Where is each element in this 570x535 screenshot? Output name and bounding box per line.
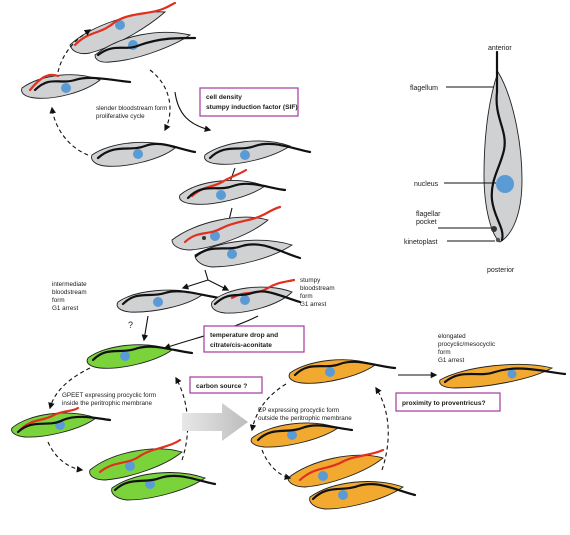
anatomy-flagellum-label: flagellum: [410, 85, 438, 92]
anatomy-nucleus-label: nucleus: [414, 181, 439, 188]
transition-dividing-cell: [171, 205, 302, 268]
anatomy-anterior-label: anterior: [488, 45, 512, 52]
transition-cell-1: [204, 140, 312, 165]
elongated-procyclic-cell: [439, 364, 567, 389]
stumpy-bloodstream-cell: [211, 278, 302, 314]
temperature-label-line2: citrate/cis-aconitate: [210, 342, 272, 349]
slender-dividing-cell: [69, 1, 197, 63]
ep-procyclic-cell-top: [288, 359, 397, 384]
gpeet-label-line1: GPEET expressing procyclic form: [62, 392, 156, 399]
gpeet-to-ep-transition-arrow: [182, 403, 248, 441]
anatomy-posterior-label: posterior: [487, 267, 515, 274]
intermediate-label-line1: intermediate: [52, 281, 87, 288]
intermediate-bloodstream-cell: [116, 289, 222, 313]
sif-label-line2: stumpy induction factor (SIF): [206, 104, 298, 111]
ep-label-line2: outside the peritrophic membrane: [258, 415, 352, 422]
stumpy-label-line2: bloodstream: [300, 285, 335, 292]
gpeet-procyclic-cell-left: [11, 406, 112, 438]
gpeet-label-line2: inside the peritrophic membrane: [62, 400, 152, 407]
intermediate-label-line4: G1 arrest: [52, 305, 78, 312]
slender-cell-left: [21, 73, 132, 99]
proventricus-box: proximity to proventricus?: [395, 392, 501, 412]
transition-cell-2: [179, 168, 287, 205]
intermediate-label-line2: bloodstream: [52, 289, 87, 296]
anatomy-flagellar-pocket-label-line2: pocket: [416, 219, 437, 226]
elongated-label-line4: G1 arrest: [438, 357, 464, 364]
slender-label-line1: slender bloodstream form: [96, 105, 167, 112]
sif-label-line1: cell density: [206, 94, 242, 101]
stumpy-label-line3: form: [300, 293, 313, 300]
intermediate-label-line3: form: [52, 297, 65, 304]
anatomy-reference-cell: [483, 50, 523, 243]
stumpy-label-line4: G1 arrest: [300, 301, 326, 308]
gpeet-procyclic-cell-top: [86, 344, 194, 369]
ep-label-line1: EP expressing procyclic form: [258, 407, 339, 414]
ep-procyclic-cell-left: [250, 422, 354, 448]
carbon-source-label: carbon source ?: [196, 383, 247, 390]
sif-signal-box: cell density stumpy induction factor (SI…: [199, 87, 299, 117]
question-mark: ?: [128, 320, 133, 330]
temperature-signal-box: temperature drop and citrate/cis-aconita…: [203, 325, 305, 353]
elongated-label-line1: elongated: [438, 333, 466, 340]
proventricus-label: proximity to proventricus?: [402, 400, 486, 407]
temperature-label-line1: temperature drop and: [210, 332, 278, 339]
slender-cell-bottom: [91, 141, 197, 167]
gpeet-dividing-cell: [89, 438, 217, 501]
anatomy-kinetoplast-label: kinetoplast: [404, 239, 438, 246]
stumpy-label-line1: stumpy: [300, 277, 321, 284]
ep-dividing-cell: [287, 448, 417, 510]
slender-label-line2: proliferative cycle: [96, 113, 145, 120]
anatomy-flagellar-pocket-label-line1: flagellar: [416, 211, 441, 218]
carbon-source-box: carbon source ?: [189, 376, 263, 394]
elongated-label-line3: form: [438, 349, 451, 356]
elongated-label-line2: procyclic/mesocyclic: [438, 341, 495, 348]
